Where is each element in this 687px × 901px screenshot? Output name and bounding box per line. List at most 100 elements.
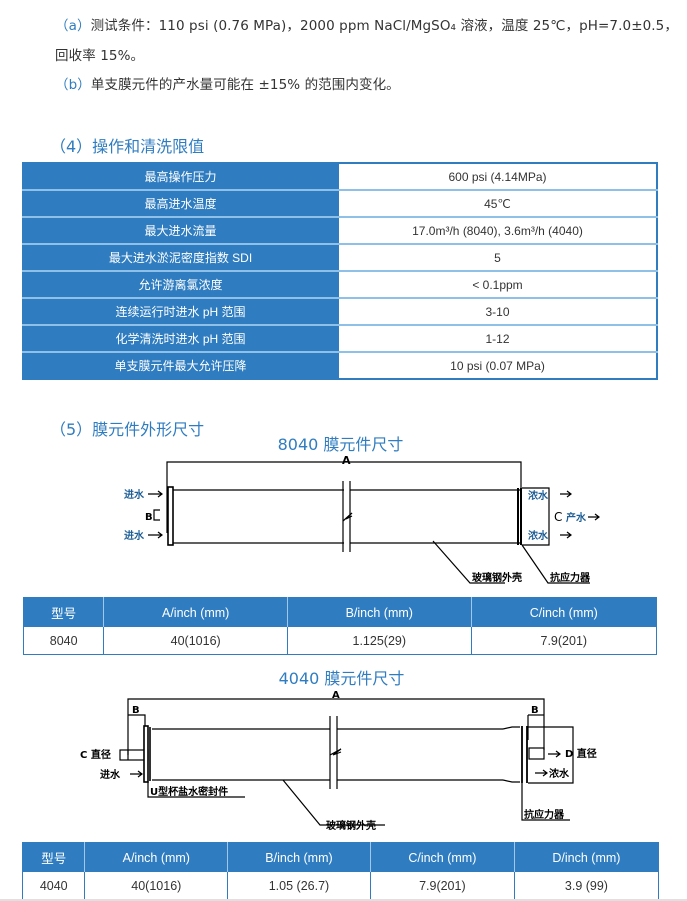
label-feed-top: 进水 [124,488,145,501]
table-row: 8040 40(1016) 1.125(29) 7.9(201) [22,627,658,655]
limit-value: 45℃ [339,190,658,218]
label-b-left: B [132,705,140,716]
label-atd: 抗应力器 [524,808,565,821]
table-row: 允许游离氯浓度< 0.1ppm [22,271,658,299]
column-header: A/inch (mm) [103,597,288,627]
arrow-right-icon [148,490,163,498]
table-cell: 1.05 (26.7) [227,872,371,900]
limit-value: 1-12 [339,325,658,353]
limit-value: 5 [339,244,658,272]
label-b: B [145,512,153,523]
diagram-4040: C 直径 进水 浓水 D 直径 U型杯盐水密封件 玻璃钢外壳 抗应力器 A B … [80,690,597,832]
dim-a-line [166,461,522,533]
label-shell: 玻璃钢外壳 [326,819,376,832]
section-4-title: （4）操作和清洗限值 [50,137,205,156]
table-row: 4040 40(1016) 1.05 (26.7) 7.9(201) 3.9 (… [21,872,660,900]
label-feed: 进水 [100,768,121,781]
label-a: A [342,454,351,467]
note-a: （a）测试条件：110 psi (0.76 MPa)，2000 ppm NaCl… [55,14,678,34]
arrow-right-icon [560,490,572,498]
label-feed-bottom: 进水 [124,529,145,542]
arrow-right-icon [548,750,561,758]
dim-a-line [127,698,545,755]
limit-value: 17.0m³/h (8040), 3.6m³/h (4040) [339,217,658,245]
limit-key: 最高进水温度 [22,190,339,218]
label-conc-bottom: 浓水 [528,529,549,542]
arrow-right-icon [148,531,163,539]
note-a-line2: 回收率 15%。 [55,48,145,64]
seal-leader [147,782,245,798]
label-seal: U型杯盐水密封件 [150,785,228,798]
shell-leader [282,779,385,826]
dims-table-4040: 型号 A/inch (mm) B/inch (mm) C/inch (mm) D… [21,842,660,900]
note-b-text: 单支膜元件的产水量可能在 ±15% 的范围内变化。 [90,77,400,93]
table-header-row: 型号 A/inch (mm) B/inch (mm) C/inch (mm) [23,597,657,627]
note-b: （b）单支膜元件的产水量可能在 ±15% 的范围内变化。 [55,73,400,93]
limit-key: 连续运行时进水 pH 范围 [22,298,339,326]
limit-value: < 0.1ppm [339,271,658,299]
label-conc-top: 浓水 [528,489,549,502]
table-cell: 40(1016) [103,627,288,655]
label-b-right: B [531,705,539,716]
label-shell: 玻璃钢外壳 [472,571,522,584]
fig-8040-title: 8040 膜元件尺寸 [277,435,404,454]
limit-key: 最大进水淤泥密度指数 SDI [22,244,339,272]
label-c-diameter: C 直径 [80,748,111,761]
note-a-text: 测试条件：110 psi (0.76 MPa)，2000 ppm NaCl/Mg… [90,18,678,34]
flow-arrows [148,490,600,539]
fig-4040-title: 4040 膜元件尺寸 [278,669,405,688]
limit-key: 单支膜元件最大允许压降 [22,352,339,380]
limit-key: 最高操作压力 [22,162,339,191]
column-header: 型号 [23,597,104,627]
page-bottom-divider [0,899,687,901]
limit-key: 最大进水流量 [22,217,339,245]
limit-value: 600 psi (4.14MPa) [339,162,658,191]
note-b-tag: （b） [55,77,91,93]
column-header: D/inch (mm) [513,842,659,872]
label-c: C [554,510,562,524]
flow-arrows [130,750,561,778]
arrow-right-icon [535,769,548,777]
arrow-right-icon [560,531,572,539]
dims-table-8040: 型号 A/inch (mm) B/inch (mm) C/inch (mm) 8… [22,597,658,655]
label-d-diameter: D 直径 [565,747,597,760]
shell-leader [432,540,505,584]
arrow-right-icon [588,513,600,521]
label-conc: 浓水 [549,767,570,780]
table-cell: 8040 [22,627,105,655]
note-a-tag: （a） [55,18,91,34]
atd-leader [521,783,570,821]
table-cell: 7.9(201) [369,872,515,900]
section-5-title: （5）膜元件外形尺寸 [50,420,205,439]
diagram-8040: 进水 进水 浓水 浓水 产水 A B C 玻璃钢外壳 抗应力器 [124,454,600,584]
label-permeate: 产水 [566,511,587,524]
table-cell: 1.125(29) [286,627,472,655]
limit-key: 允许游离氯浓度 [22,271,339,299]
column-header: C/inch (mm) [470,597,657,627]
column-header: B/inch (mm) [227,842,371,872]
column-header: A/inch (mm) [84,842,228,872]
label-a: A [332,690,340,701]
limit-key: 化学清洗时进水 pH 范围 [22,325,339,353]
table-cell: 7.9(201) [470,627,658,655]
arrow-right-icon [130,770,143,778]
atd-leader [521,544,590,584]
column-header: 型号 [22,842,85,872]
table-cell: 3.9 (99) [513,872,660,900]
table-cell: 4040 [21,872,86,900]
column-header: B/inch (mm) [286,597,472,627]
limit-value: 3-10 [339,298,658,326]
column-header: C/inch (mm) [369,842,515,872]
label-atd: 抗应力器 [550,571,591,584]
table-header-row: 型号 A/inch (mm) B/inch (mm) C/inch (mm) D… [22,842,659,872]
limit-value: 10 psi (0.07 MPa) [339,352,658,380]
table-cell: 40(1016) [84,872,229,900]
